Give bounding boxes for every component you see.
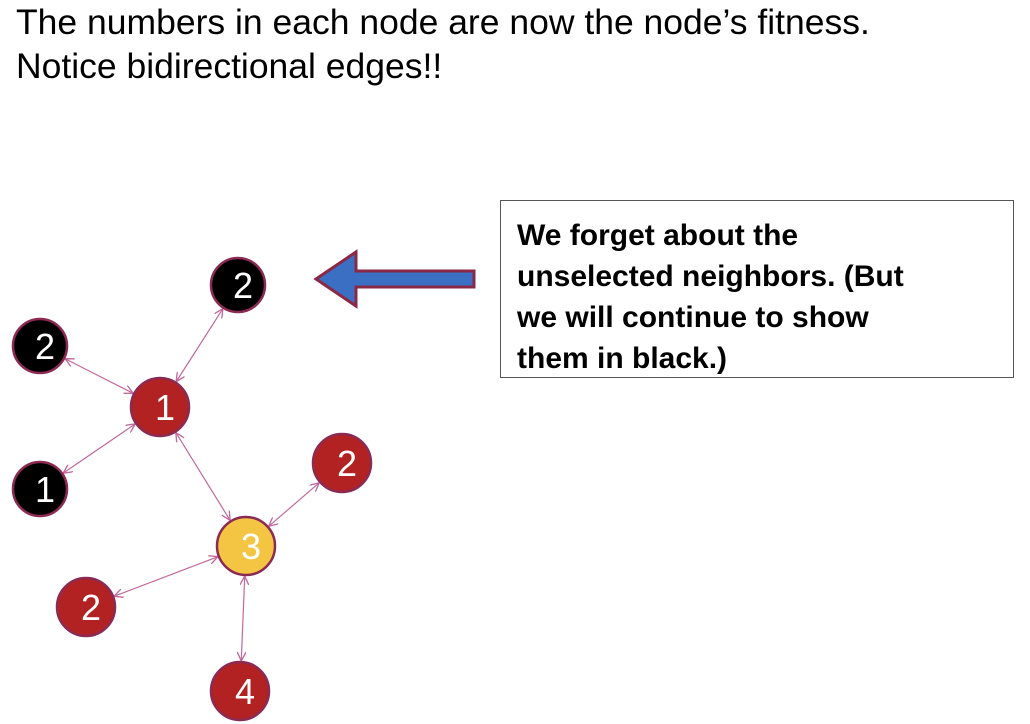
node-circle (209, 660, 271, 722)
node-label: 1 (155, 387, 175, 428)
edge-yellow-bottom-left-red (115, 557, 217, 596)
edge-center-red-yellow (176, 433, 229, 519)
title-line-2: Notice bidirectional edges!! (16, 46, 443, 86)
node-label: 3 (241, 526, 261, 567)
node-right-red: 2 (311, 432, 373, 494)
node-circle (209, 256, 267, 314)
node-label: 1 (35, 469, 55, 510)
callout-line-4: them in black.) (517, 342, 728, 375)
node-label: 2 (35, 326, 55, 367)
node-label: 2 (337, 443, 357, 484)
pointer-arrow-icon (313, 249, 476, 309)
node-yellow: 3 (215, 515, 277, 577)
callout-box: We forget about the unselected neighbors… (500, 200, 1014, 378)
edges-layer (64, 309, 319, 660)
edge-center-red-top-black (177, 309, 223, 380)
edge-yellow-bottom-red (241, 577, 244, 660)
node-label: 2 (81, 587, 101, 628)
callout-line-2: unselected neighbors. (But (517, 260, 904, 293)
edge-center-red-lower-left-black (64, 424, 134, 472)
callout-line-3: we will continue to show (517, 301, 869, 334)
title-line-1: The numbers in each node are now the nod… (16, 2, 870, 42)
node-circle (311, 432, 373, 494)
edge-yellow-right-red (269, 483, 318, 525)
node-label: 4 (235, 671, 255, 712)
node-circle (11, 460, 69, 518)
node-circle (11, 317, 69, 375)
node-top-black: 2 (209, 256, 267, 314)
node-center-red: 1 (129, 376, 191, 438)
node-left-black: 2 (11, 317, 69, 375)
node-circle (215, 515, 277, 577)
node-lower-left-black: 1 (11, 460, 69, 518)
callout-line-1: We forget about the (517, 219, 799, 252)
edge-center-red-left-black (66, 359, 133, 393)
node-label: 2 (233, 265, 253, 306)
node-bottom-left-red: 2 (55, 576, 117, 638)
slide-title: The numbers in each node are now the nod… (16, 0, 1026, 88)
node-circle (129, 376, 191, 438)
node-bottom-red: 4 (209, 660, 271, 722)
node-circle (55, 576, 117, 638)
nodes-layer: 2 2 1 1 2 3 2 4 (11, 256, 373, 722)
